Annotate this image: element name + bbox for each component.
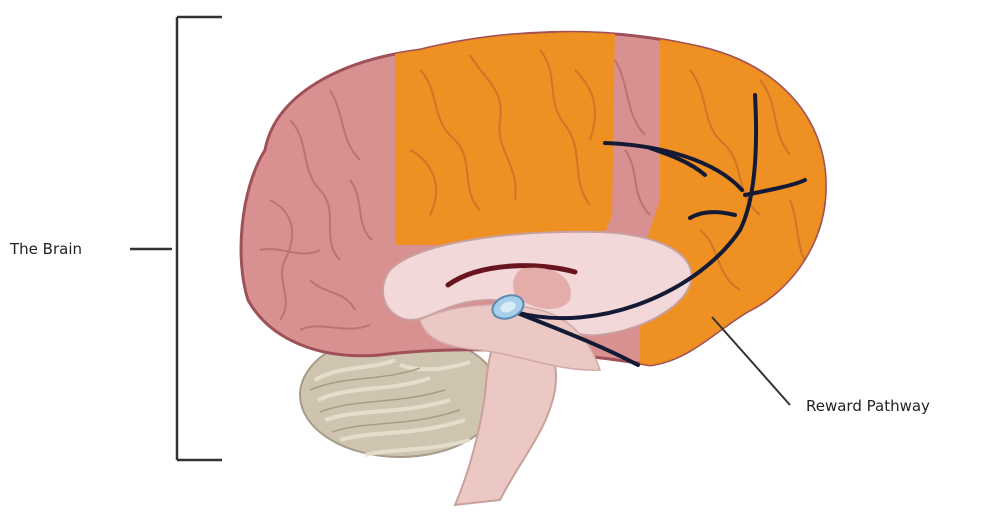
brain-bracket [130,17,222,460]
reward-pathway-leader [712,317,790,405]
reward-pathway-label: Reward Pathway [806,397,930,415]
frontal-highlight-region [395,30,615,245]
the-brain-label: The Brain [10,240,82,258]
prefrontal-highlight-region [640,35,850,370]
